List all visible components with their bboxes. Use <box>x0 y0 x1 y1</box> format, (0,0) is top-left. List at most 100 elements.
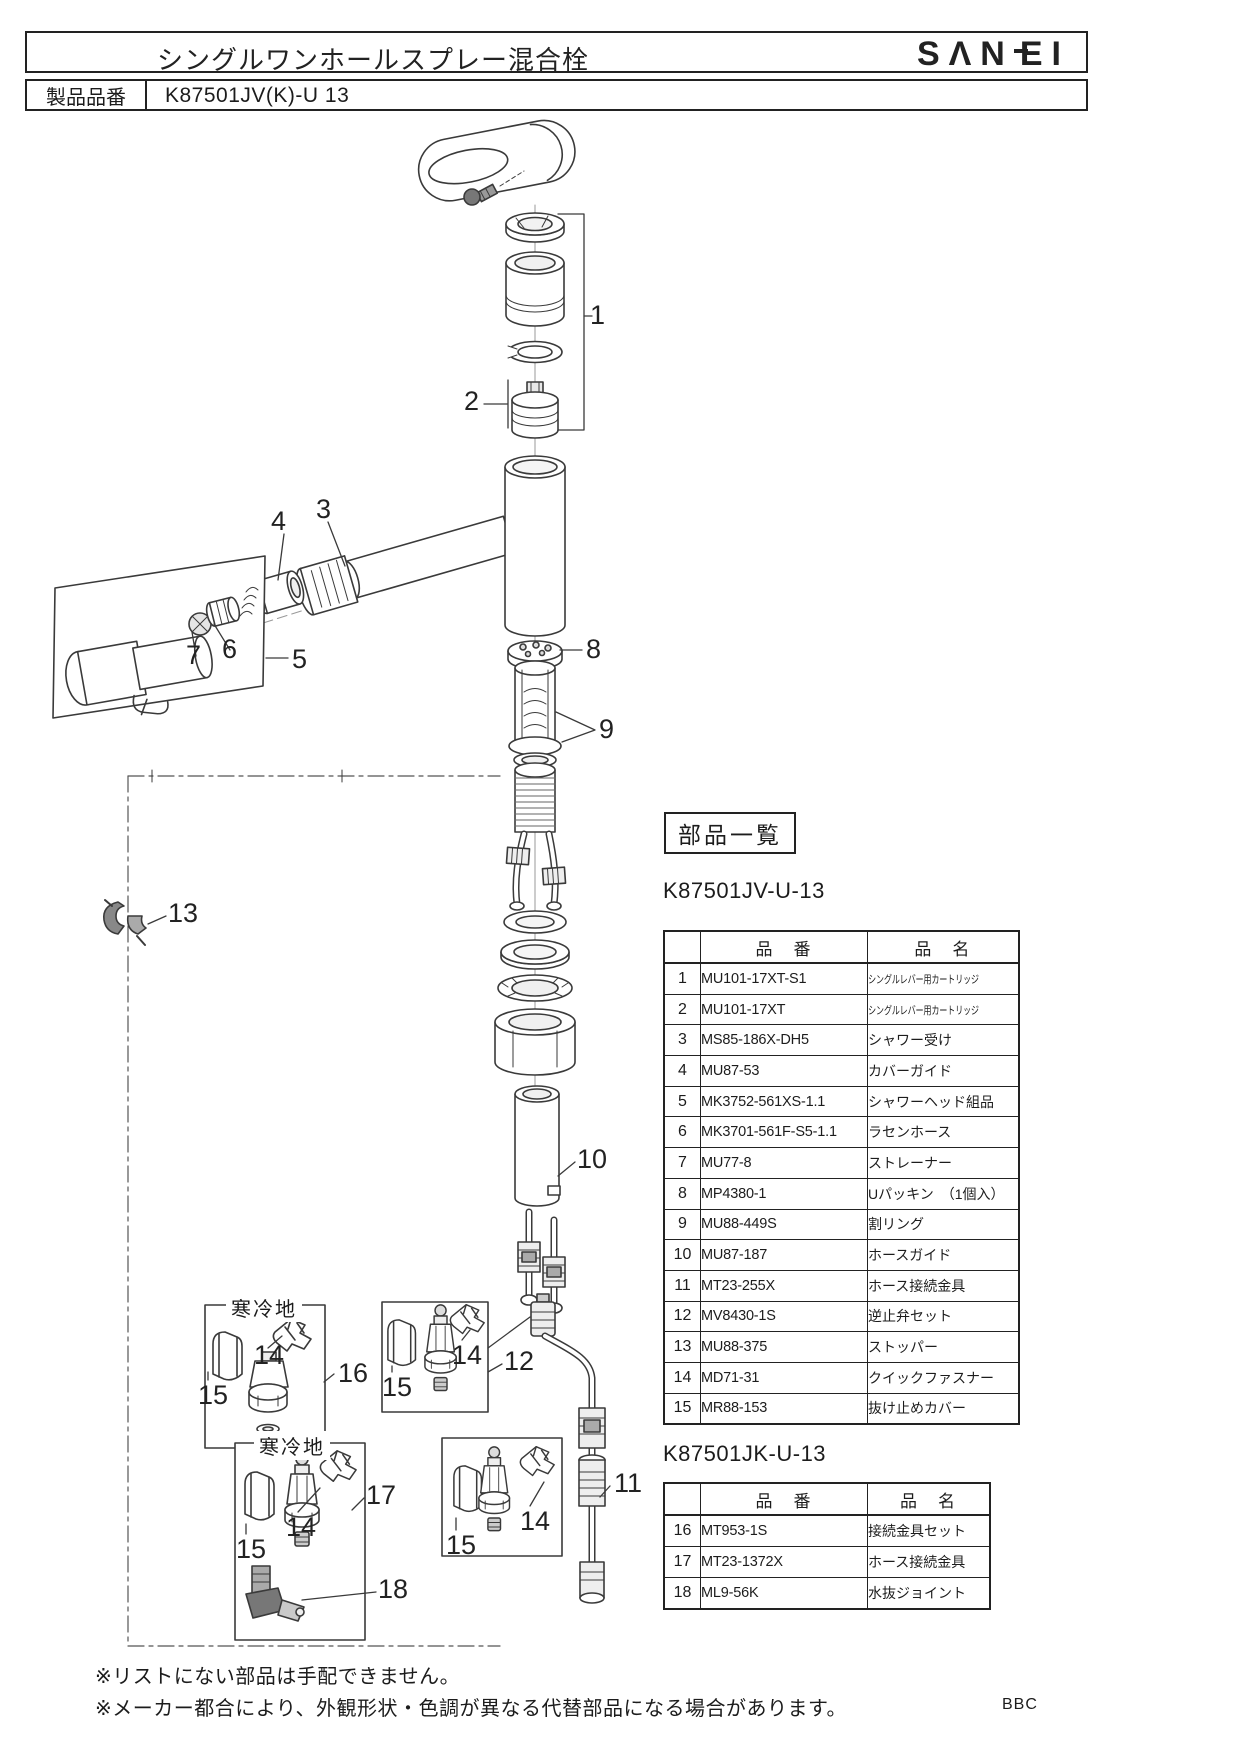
part-name: ホース接続金具 <box>866 1269 1020 1302</box>
part-label-15a: 15 <box>198 1380 229 1410</box>
part-code: MT23-1372X <box>700 1546 868 1578</box>
part-label-5: 5 <box>292 644 308 674</box>
part-name: クイックファスナー <box>866 1361 1020 1394</box>
part-code: MU88-375 <box>700 1331 868 1363</box>
part-name-text: 水抜ジョイント <box>868 1585 966 1601</box>
part-name: 抜け止めカバー <box>866 1392 1020 1425</box>
part-code: MU77-8 <box>700 1147 868 1179</box>
part-label-14d: 14 <box>520 1506 551 1536</box>
part-name: シングルレバー用カートリッジ <box>866 962 1020 995</box>
cartridge-drawing <box>511 381 559 439</box>
part-label-9: 9 <box>599 714 615 744</box>
part-name: ホース接続金具 <box>867 1546 991 1578</box>
code-column-header: 品 番 <box>700 930 868 964</box>
model-code-jv: K87501JV-U-13 <box>663 878 825 903</box>
part-name-text: 逆止弁セット <box>868 1308 952 1325</box>
footer-note-1: ※リストにない部品は手配できません。 <box>95 1666 461 1688</box>
product-number-label: 製品品番 <box>27 81 147 109</box>
part-code: ML9-56K <box>700 1577 868 1610</box>
footer-note-2: ※メーカー都合により、外観形状・色調が異なる代替部品になる場合があります。 <box>95 1698 848 1720</box>
logo-e: E <box>1014 35 1052 73</box>
part-no: 11 <box>663 1269 701 1302</box>
part-label-17: 17 <box>366 1480 397 1510</box>
part-label-14c: 14 <box>286 1512 317 1542</box>
part-code: MT23-255X <box>700 1269 868 1302</box>
part-label-13: 13 <box>168 898 199 928</box>
part-no: 8 <box>663 1177 701 1210</box>
logo-text: SΛN <box>916 35 1014 73</box>
code-column-header: 品 番 <box>700 1482 868 1516</box>
name-column-header: 品 名 <box>867 1482 991 1516</box>
part-no: 6 <box>663 1116 701 1149</box>
part-no: 1 <box>663 962 701 995</box>
cap-drawing <box>505 251 565 327</box>
part-label-14a: 14 <box>254 1340 285 1370</box>
part-no: 14 <box>663 1361 701 1394</box>
split-ring-drawing <box>508 660 562 768</box>
cold-region-label-1: 寒冷地 <box>226 1293 302 1322</box>
threaded-shank-drawing <box>514 762 556 833</box>
drain-joint-drawing <box>245 1565 305 1622</box>
part-name-text: ホースガイド <box>868 1247 952 1264</box>
part-label-15c: 15 <box>236 1534 267 1564</box>
name-column-header: 品 名 <box>866 930 1020 964</box>
part-name-text: クイックファスナー <box>868 1369 994 1386</box>
part-code: MD71-31 <box>700 1361 868 1394</box>
part-name-text: Uパッキン （1個入） <box>868 1185 1005 1202</box>
product-number-bar: 製品品番 K87501JV(K)-U 13 <box>25 79 1088 111</box>
part-code: MP4380-1 <box>700 1177 868 1210</box>
part-no: 15 <box>663 1392 701 1425</box>
number-column-header <box>663 1482 701 1516</box>
part-name: 逆止弁セット <box>866 1300 1020 1333</box>
part-label-7: 7 <box>186 640 202 670</box>
part-code: MU101-17XT <box>700 993 868 1026</box>
strainer-drawing <box>205 596 241 627</box>
number-column-header <box>663 930 701 964</box>
part-code: MU87-187 <box>700 1239 868 1271</box>
part-no: 2 <box>663 993 701 1026</box>
part-name: カバーガイド <box>866 1055 1020 1087</box>
part-no: 5 <box>663 1085 701 1118</box>
part-label-3: 3 <box>316 494 332 524</box>
spring-drawing <box>239 586 259 617</box>
part-name-text: カバーガイド <box>868 1062 952 1079</box>
table-header-row: 品 番 品 名 <box>663 1482 991 1516</box>
cover-guide-drawing <box>253 570 305 615</box>
document-code: BBC <box>1002 1696 1038 1713</box>
part-name: 水抜ジョイント <box>867 1577 991 1610</box>
part-no: 12 <box>663 1300 701 1333</box>
leader-lines <box>147 213 611 1601</box>
shower-head-drawing <box>65 635 213 716</box>
part-name: ラセンホース <box>866 1116 1020 1149</box>
part-name-text: 接続金具セット <box>868 1523 966 1539</box>
hose-fitting-box-11 <box>441 1437 563 1557</box>
part-label-10: 10 <box>577 1144 608 1174</box>
stopper-drawing <box>102 899 147 946</box>
part-name: 接続金具セット <box>867 1514 991 1547</box>
part-name-text: 割リング <box>868 1216 924 1233</box>
part-name: ストッパー <box>866 1331 1020 1363</box>
shower-holder-nut-drawing <box>295 555 359 616</box>
part-no: 3 <box>663 1024 701 1057</box>
part-name-text: ストレーナー <box>868 1154 952 1171</box>
part-name: Uパッキン （1個入） <box>866 1177 1020 1210</box>
trim-ring-drawing <box>505 212 565 243</box>
part-no: 16 <box>663 1514 701 1547</box>
part-code: MS85-186X-DH5 <box>700 1024 868 1057</box>
part-code: MU88-449S <box>700 1208 868 1241</box>
part-label-8: 8 <box>586 634 602 664</box>
part-name-text: ラセンホース <box>868 1124 952 1141</box>
